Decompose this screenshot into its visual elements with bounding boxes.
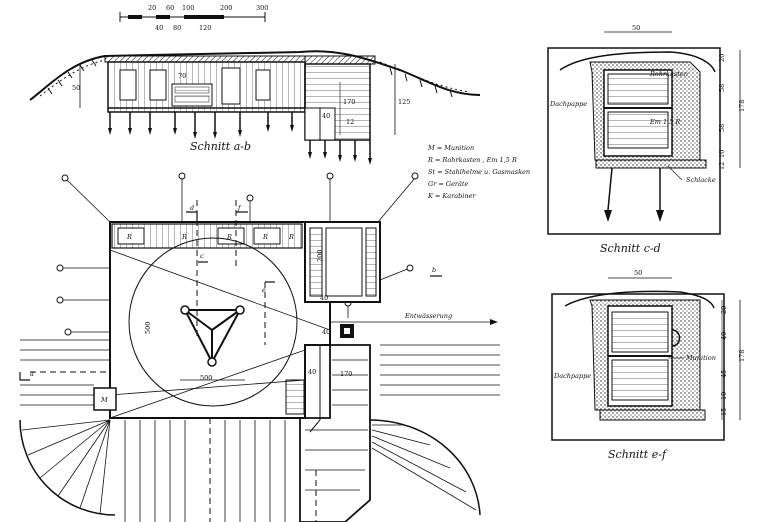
plan-view: R R R R R 200 40 40: [19, 172, 500, 522]
label-em: Em 1,5 R: [649, 118, 680, 126]
dim-ab-70: 70: [178, 72, 186, 80]
marker-b: b: [432, 266, 436, 274]
label-entwaesserung: Entwässerung: [404, 312, 452, 320]
caption-section-a-b: Schnitt a-b: [190, 140, 251, 153]
dim-ef-40: 40: [720, 332, 728, 340]
scale-tick: 120: [199, 24, 211, 32]
legend-item: M = Munition: [427, 144, 474, 152]
dim-ef-50: 50: [634, 269, 642, 277]
dim-ef-15: 15: [720, 408, 728, 416]
scale-tick: 80: [173, 24, 181, 32]
dim-plan-500-h: 500: [200, 374, 212, 382]
scale-tick: 20: [148, 4, 156, 12]
legend-item: K = Karabiner: [427, 192, 476, 200]
scale-tick: 200: [220, 4, 232, 12]
dim-ab-50: 50: [72, 84, 80, 92]
label-rohrkasten: Rohrkasten: [649, 70, 688, 78]
dim-ef-10: 10: [720, 392, 728, 400]
dim-ef-178: 178: [738, 350, 746, 362]
dim-ab-125: 125: [398, 98, 410, 106]
dim-cd-50: 50: [632, 24, 640, 32]
marker-f: f: [237, 204, 242, 212]
dim-cd-10: 10: [718, 150, 726, 158]
label-munition: Munition: [685, 354, 716, 362]
caption-section-e-f: Schnitt e-f: [608, 448, 668, 461]
section-a-b: 50 70 170 125 40 12 Schnitt a-b: [29, 50, 481, 165]
dim-plan-500-v: 500: [144, 322, 152, 334]
dim-plan-170: 170: [340, 370, 352, 378]
marker-d: d: [190, 204, 194, 212]
marker-a: a: [30, 370, 34, 378]
label-dachpappe-ef: Dachpappe: [553, 372, 591, 380]
dim-plan-40b: 40: [322, 328, 330, 336]
dim-cd-20: 20: [718, 54, 726, 62]
legend-item: R = Rohrkasten , Em 1,5 R: [427, 156, 517, 164]
scale-bar: 20 60 100 200 300 40 80 120: [119, 4, 268, 32]
dim-cd-58b: 58: [718, 124, 726, 132]
marker-R: R: [288, 233, 294, 241]
section-c-d: 50 20 58 58 10 12 178 Dachpappe Rohrkast…: [547, 24, 746, 255]
dim-plan-40a: 40: [320, 294, 328, 302]
dim-ab-40: 40: [322, 112, 330, 120]
dim-ef-20: 20: [720, 306, 728, 314]
legend-item: Gr = Geräte: [428, 180, 469, 188]
marker-M: M: [100, 396, 108, 404]
marker-R: R: [126, 233, 132, 241]
marker-R: R: [262, 233, 268, 241]
dim-cd-58a: 58: [718, 84, 726, 92]
dim-ab-170: 170: [343, 98, 355, 106]
legend: M = Munition R = Rohrkasten , Em 1,5 R S…: [427, 144, 530, 200]
scale-tick: 60: [166, 4, 174, 12]
marker-R: R: [226, 233, 232, 241]
dim-plan-200: 200: [316, 250, 324, 262]
label-schlacke: Schlacke: [686, 176, 716, 184]
scale-tick: 40: [155, 24, 163, 32]
caption-section-c-d: Schnitt c-d: [600, 242, 661, 255]
marker-R: R: [181, 233, 187, 241]
dim-ef-45: 45: [720, 370, 728, 378]
scale-tick: 300: [256, 4, 268, 12]
label-dachpappe-cd: Dachpappe: [549, 100, 587, 108]
dim-plan-40c: 40: [308, 368, 316, 376]
dim-cd-12: 12: [718, 162, 726, 170]
marker-e: e: [262, 286, 266, 294]
dim-ab-12: 12: [346, 118, 354, 126]
marker-c: c: [200, 252, 204, 260]
dim-cd-178: 178: [738, 100, 746, 112]
scale-tick: 100: [182, 4, 194, 12]
section-e-f: 50 20 40 45 10 15 178 Dachpappe Munition…: [551, 269, 746, 461]
legend-item: St = Stahlhelme u. Gasmasken: [428, 168, 530, 176]
